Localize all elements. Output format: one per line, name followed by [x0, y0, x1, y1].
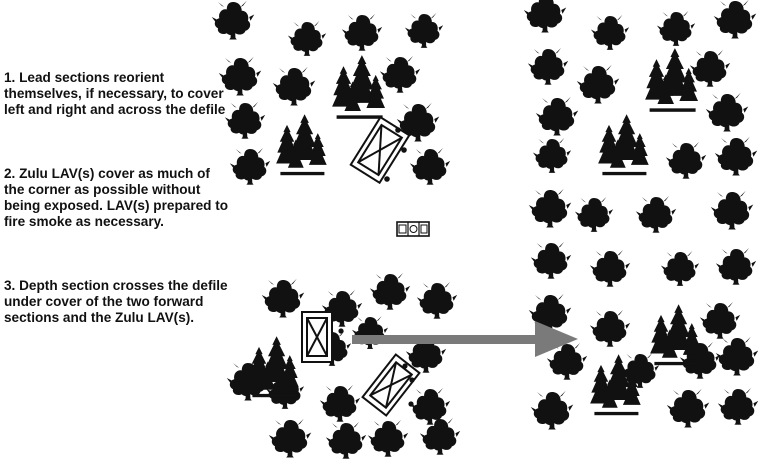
tree-icon: [229, 147, 271, 185]
tree-icon: [714, 136, 758, 176]
armor-section-symbol-icon: [301, 311, 333, 363]
movement-arrow-icon: [352, 321, 578, 357]
tree-icon: [535, 96, 579, 136]
tree-icon: [590, 14, 630, 50]
tree-icon: [532, 137, 572, 173]
tree-icon: [689, 49, 731, 87]
tree-icon: [589, 249, 631, 287]
forest-cluster-icon: [598, 114, 649, 175]
tree-icon: [528, 188, 572, 228]
tree-icon: [404, 12, 444, 48]
tree-icon: [713, 0, 757, 39]
tree-icon: [261, 278, 305, 318]
tree-icon: [367, 419, 409, 457]
tree-icon: [224, 101, 266, 139]
unit-status-dots: [384, 127, 407, 182]
tree-icon: [710, 190, 754, 230]
tree-icon: [379, 55, 421, 93]
tree-icon: [419, 417, 461, 455]
tree-icon: [635, 195, 677, 233]
tree-icon: [409, 387, 451, 425]
tree-icon: [576, 64, 620, 104]
tree-icon: [319, 384, 361, 422]
tree-icon: [527, 47, 569, 85]
tree-icon: [530, 241, 572, 279]
tree-icon: [589, 309, 631, 347]
tree-icon: [715, 247, 757, 285]
tree-icon: [218, 56, 262, 96]
tree-icon: [287, 20, 327, 56]
tree-icon: [530, 390, 574, 430]
tree-icon: [325, 421, 367, 459]
tree-icon: [268, 418, 312, 458]
tree-icon: [211, 0, 255, 40]
step-2-text: 2. Zulu LAV(s) cover as much of the corn…: [4, 166, 229, 229]
tree-icon: [409, 147, 451, 185]
tree-icon: [705, 92, 749, 132]
tree-icon: [523, 0, 567, 33]
unit-status-dots: [402, 363, 415, 407]
lav-vehicle-icon: [396, 221, 430, 237]
tree-icon: [272, 66, 316, 106]
forest-cluster-icon: [332, 55, 385, 119]
tree-icon: [717, 387, 758, 425]
tree-icon: [665, 141, 707, 179]
tree-icon: [341, 13, 383, 51]
tree-icon: [574, 196, 614, 232]
armor-section-symbol-icon: [349, 115, 411, 185]
tree-icon: [715, 336, 758, 376]
tree-icon: [666, 388, 710, 428]
forest-cluster-icon: [276, 114, 327, 175]
step-3-text: 3. Depth section crosses the defile unde…: [4, 278, 228, 325]
armor-section-symbol-icon: [361, 353, 421, 417]
tree-icon: [416, 281, 458, 319]
tree-icon: [369, 272, 411, 310]
step-1-text: 1. Lead sections reorient themselves, if…: [4, 70, 226, 117]
tree-icon: [656, 10, 696, 46]
tree-icon: [699, 301, 741, 339]
forest-cluster-icon: [645, 48, 698, 112]
tree-icon: [660, 250, 700, 286]
unit-status-dots: [338, 328, 346, 348]
